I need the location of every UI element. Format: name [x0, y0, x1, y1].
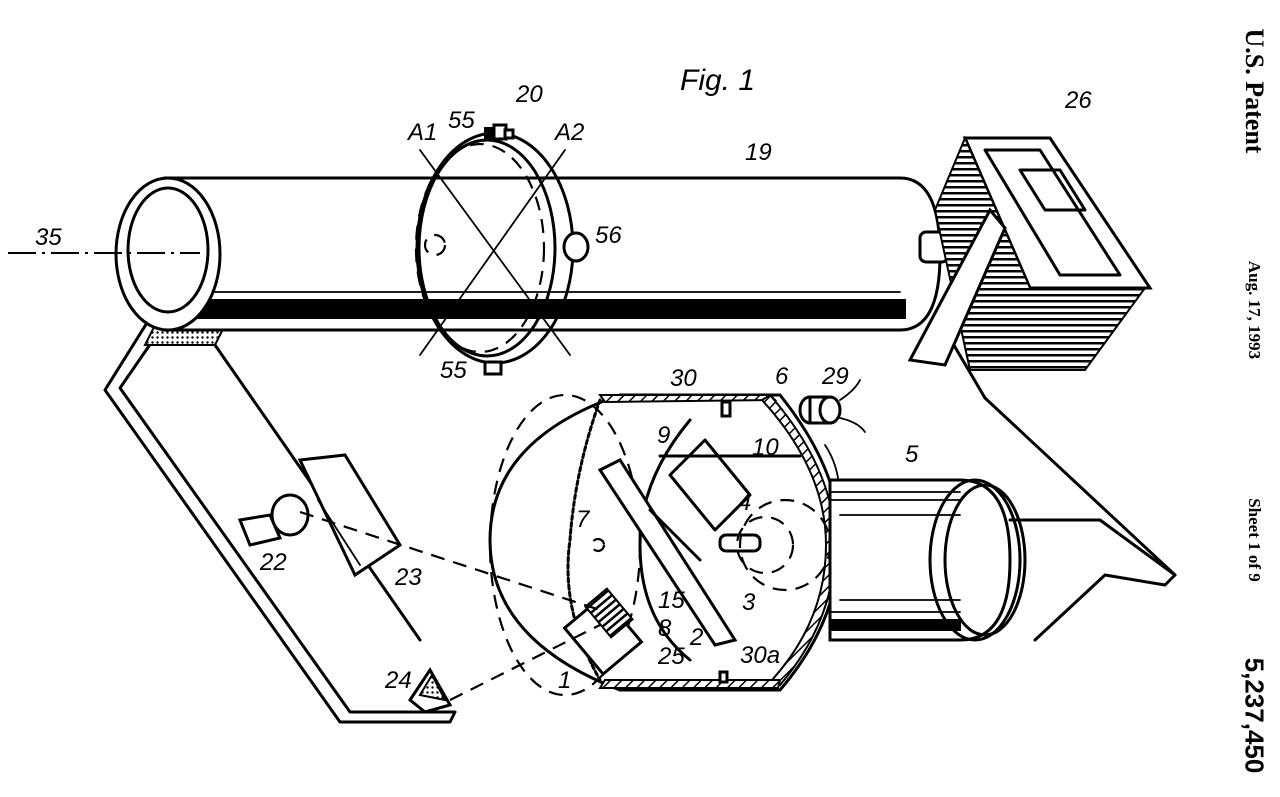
transformer-26	[907, 135, 1153, 371]
ref-23: 23	[394, 564, 422, 591]
ref-1: 1	[558, 667, 571, 694]
ref-4: 4	[738, 489, 751, 516]
sheet-number: Sheet 1 of 9	[1245, 498, 1264, 582]
motor-5	[828, 478, 1027, 642]
ref-55-top: 55	[448, 107, 475, 134]
ref-24: 24	[384, 667, 412, 694]
ref-10: 10	[752, 434, 779, 461]
ref-55-bottom: 55	[440, 357, 467, 384]
patent-title: U.S. Patent	[1240, 28, 1269, 154]
ref-30: 30	[670, 365, 697, 392]
ref-9: 9	[657, 422, 670, 449]
patent-number: 5,237,450	[1239, 657, 1270, 774]
rotor-housing-6	[488, 393, 842, 697]
ref-5: 5	[905, 441, 919, 468]
ref-35: 35	[35, 224, 62, 251]
ref-3: 3	[742, 589, 756, 616]
reference-labels: Fig. 1 20 55 A1 A2 19 26 35 56 55 30 6 2…	[35, 64, 1092, 694]
ref-19: 19	[745, 139, 772, 166]
ref-7: 7	[576, 506, 591, 533]
patent-date: Aug. 17, 1993	[1245, 260, 1264, 360]
ref-26: 26	[1064, 87, 1092, 114]
ref-15: 15	[658, 587, 685, 614]
figure-label: Fig. 1	[680, 64, 755, 97]
ref-29: 29	[821, 363, 849, 390]
optics-22-23-24	[237, 453, 601, 714]
sensor-29	[798, 379, 866, 479]
ref-25: 25	[657, 643, 685, 670]
patent-header-strip: U.S. Patent Aug. 17, 1993 Sheet 1 of 9 5…	[1228, 0, 1280, 797]
tube-19	[8, 176, 950, 332]
ref-20: 20	[515, 81, 543, 108]
ref-22: 22	[259, 549, 287, 576]
ring-20	[414, 123, 590, 376]
ref-56: 56	[595, 222, 622, 249]
ref-8: 8	[658, 615, 672, 642]
ref-6: 6	[775, 363, 789, 390]
ref-2: 2	[689, 624, 703, 651]
ref-A1: A1	[406, 119, 437, 146]
ref-30a: 30a	[740, 642, 780, 669]
ref-A2: A2	[553, 119, 584, 146]
